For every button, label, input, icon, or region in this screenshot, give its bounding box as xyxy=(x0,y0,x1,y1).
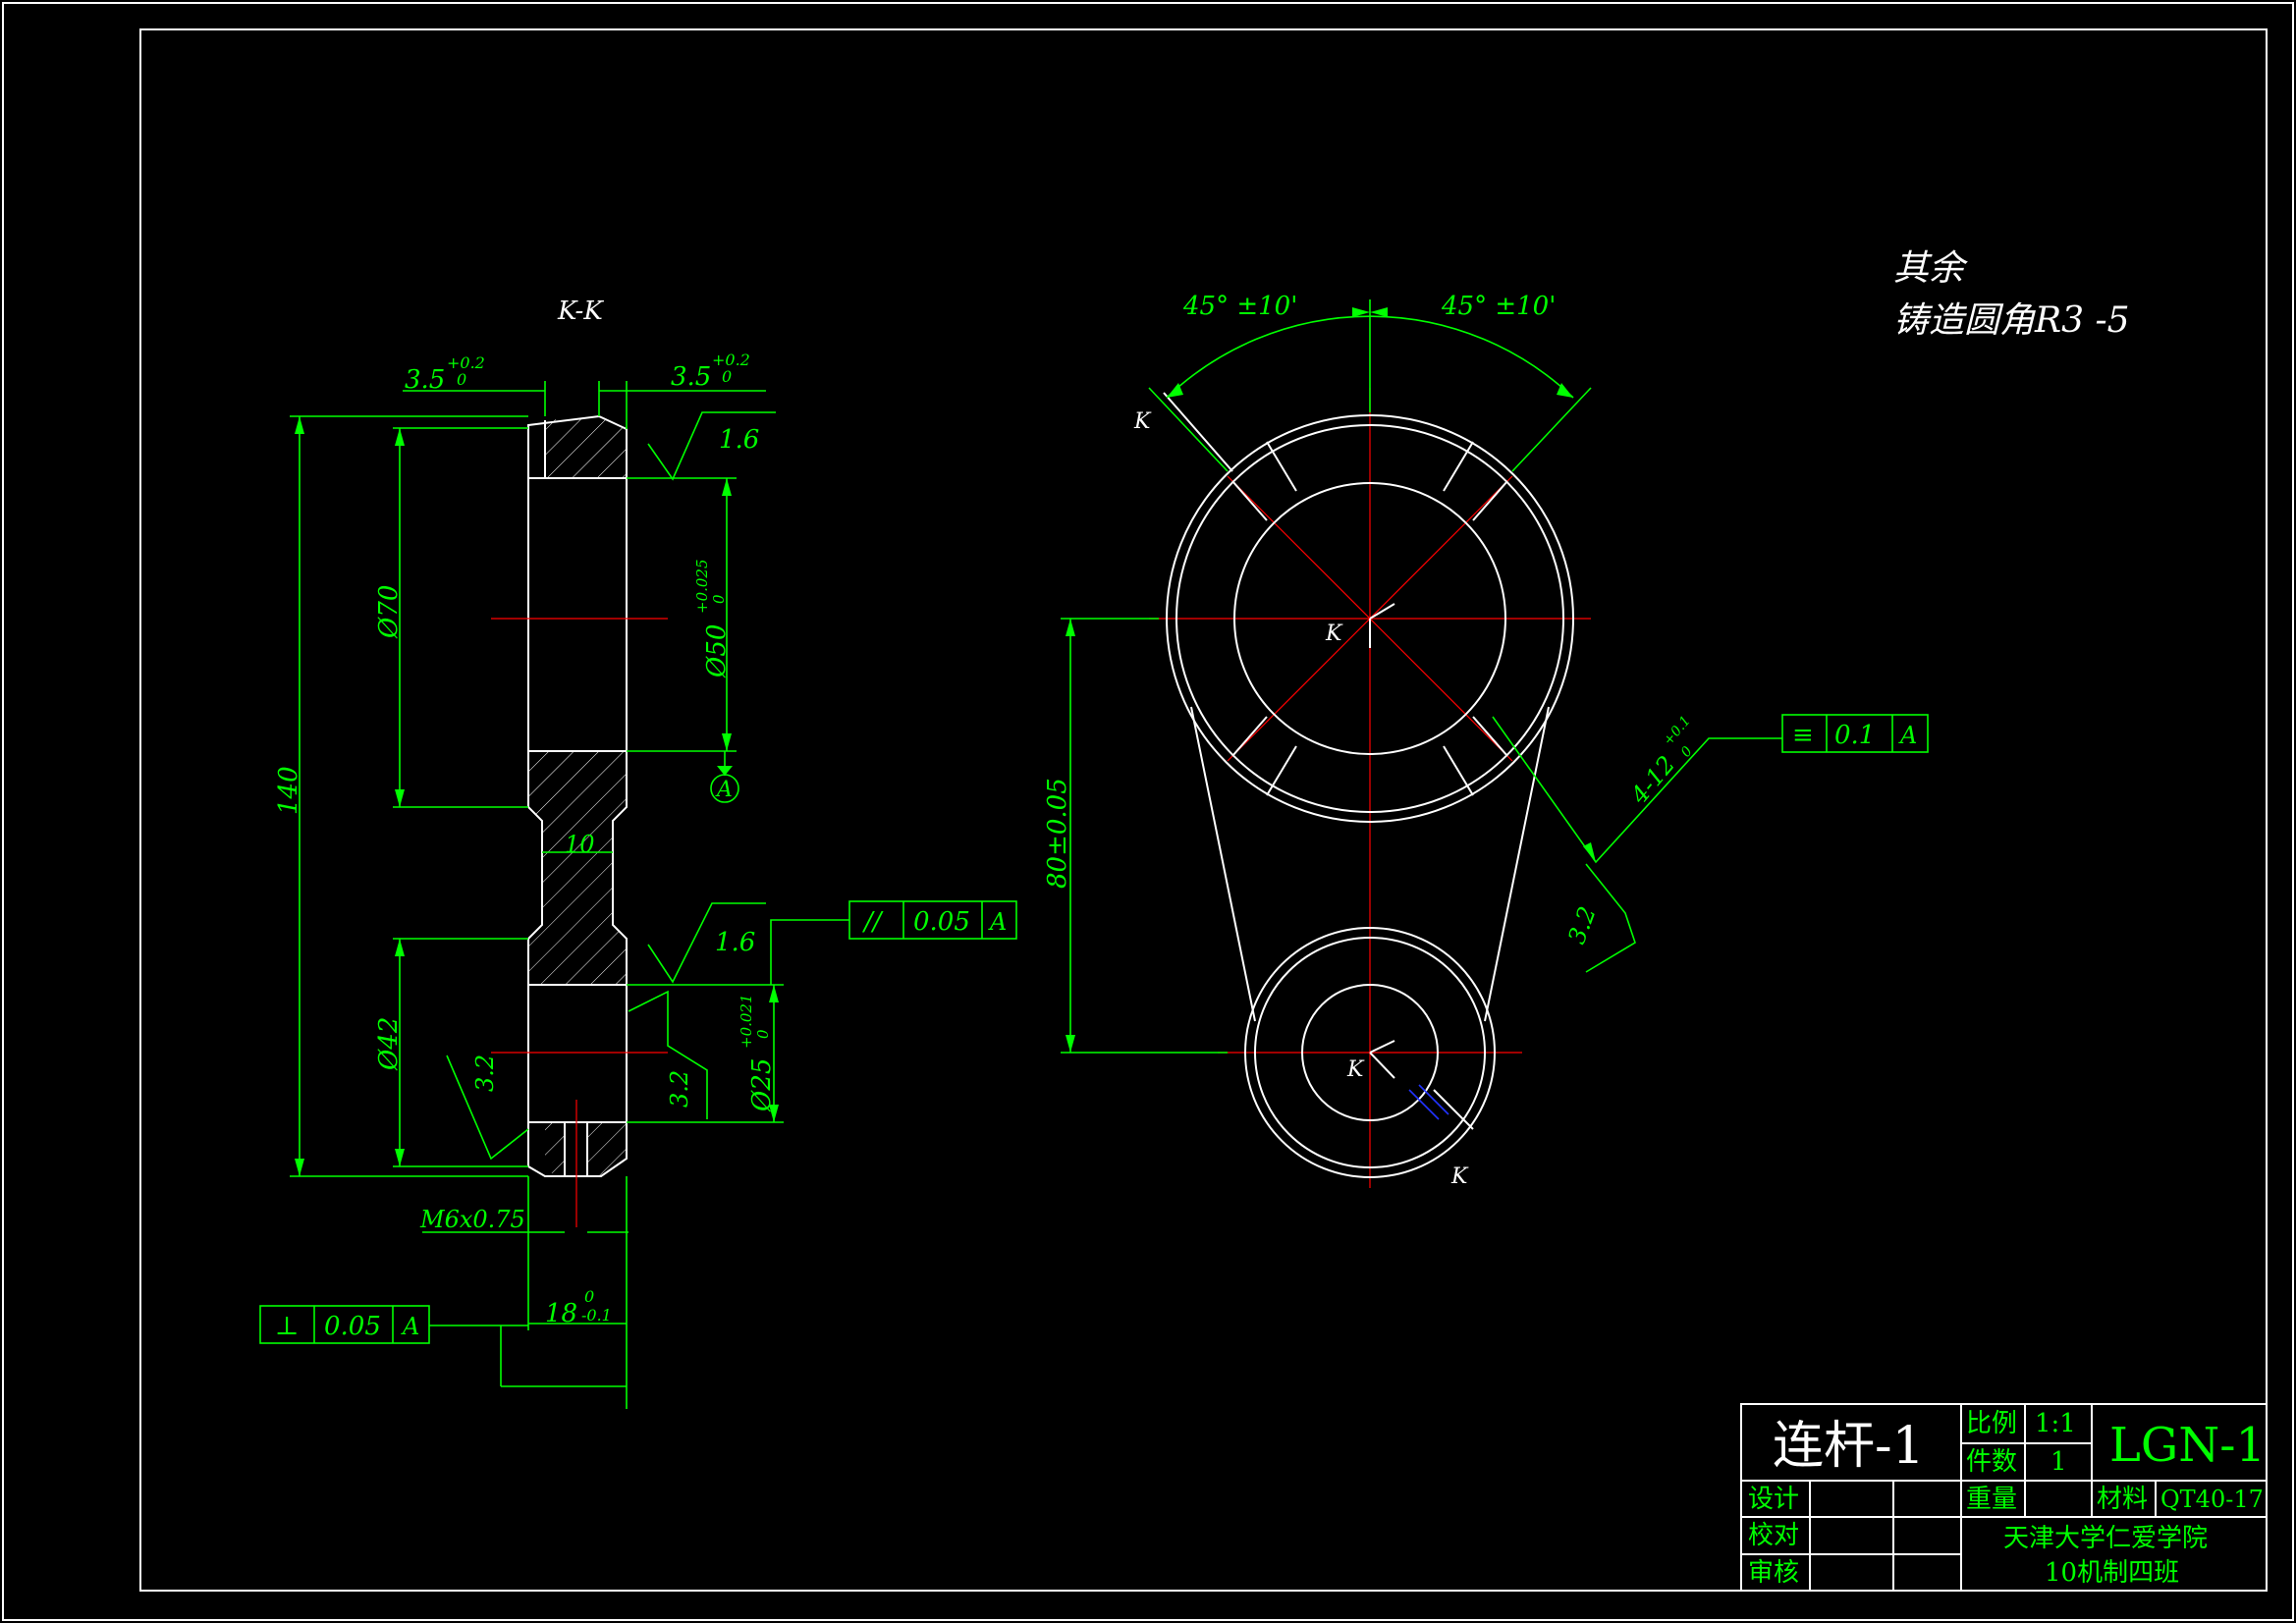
svg-text:LGN-1: LGN-1 xyxy=(2109,1418,2266,1473)
svg-text:件数: 件数 xyxy=(1966,1447,2017,1477)
svg-text:+0.1: +0.1 xyxy=(1661,713,1694,748)
right-dimensions xyxy=(1061,299,1782,1054)
title-block-texts: 连杆-1 比例 1:1 件数 1 重量 材料 QT40-17 LGN-1 设计 … xyxy=(1748,1409,2266,1588)
svg-text:140: 140 xyxy=(274,766,303,815)
svg-text:⊥: ⊥ xyxy=(275,1312,299,1341)
svg-text:Ø70: Ø70 xyxy=(374,585,404,639)
svg-text:A: A xyxy=(715,778,733,802)
svg-text:比例: 比例 xyxy=(1966,1409,2017,1438)
svg-text:QT40-17: QT40-17 xyxy=(2160,1486,2264,1513)
svg-text:0: 0 xyxy=(722,367,732,386)
svg-text:Ø25: Ø25 xyxy=(747,1058,777,1112)
svg-text:10机制四班: 10机制四班 xyxy=(2045,1558,2179,1588)
svg-text:0: 0 xyxy=(710,594,728,604)
svg-text:≡: ≡ xyxy=(1792,721,1814,750)
svg-text:-0.1: -0.1 xyxy=(581,1306,612,1325)
svg-text:45° ±10': 45° ±10' xyxy=(1182,292,1297,321)
svg-text:10: 10 xyxy=(565,831,595,858)
note-line1: 其余 xyxy=(1893,248,1968,289)
svg-text:K: K xyxy=(1450,1164,1469,1189)
svg-text:1.6: 1.6 xyxy=(719,425,759,455)
svg-text:45° ±10': 45° ±10' xyxy=(1441,292,1556,321)
svg-text:+0.025: +0.025 xyxy=(693,559,711,614)
left-dimensions xyxy=(290,381,849,1409)
fcf-perpendicular: ⊥ 0.05 A xyxy=(259,1305,430,1344)
svg-text:3.5: 3.5 xyxy=(671,362,711,392)
svg-text:0.05: 0.05 xyxy=(913,907,970,937)
title-block xyxy=(1740,1403,2268,1592)
svg-text:K: K xyxy=(1325,622,1343,646)
inner-frame xyxy=(139,28,2268,1592)
svg-text:0: 0 xyxy=(584,1287,594,1306)
svg-text:+0.2: +0.2 xyxy=(447,353,485,372)
svg-text:设计: 设计 xyxy=(1748,1485,1799,1514)
svg-text:校对: 校对 xyxy=(1748,1521,1799,1550)
svg-text:Ø42: Ø42 xyxy=(374,1017,404,1071)
svg-text:3.2: 3.2 xyxy=(1562,903,1601,947)
svg-text:1:1: 1:1 xyxy=(2035,1409,2076,1438)
fcf-parallel: // 0.05 A xyxy=(848,900,1017,940)
svg-text:1: 1 xyxy=(2050,1447,2067,1477)
svg-text:审核: 审核 xyxy=(1748,1558,1799,1588)
svg-text:0.05: 0.05 xyxy=(324,1312,381,1341)
svg-text:4-12: 4-12 xyxy=(1625,751,1681,810)
section-view xyxy=(491,414,668,1227)
svg-text:A: A xyxy=(988,908,1007,936)
svg-text:0: 0 xyxy=(754,1029,772,1039)
note-line2: 铸造圆角R3 -5 xyxy=(1893,300,2130,341)
svg-text:K: K xyxy=(1346,1057,1365,1082)
svg-text:A: A xyxy=(1898,722,1917,749)
left-dim-texts: 3.5 +0.2 0 3.5 +0.2 0 140 Ø70 Ø42 10 Ø50… xyxy=(274,351,777,1328)
svg-text:材料: 材料 xyxy=(2097,1485,2148,1514)
svg-text:+0.021: +0.021 xyxy=(738,994,755,1049)
front-view xyxy=(1149,388,1591,1188)
svg-text:0.1: 0.1 xyxy=(1834,721,1875,750)
svg-text:3.2: 3.2 xyxy=(666,1070,693,1108)
svg-text:K: K xyxy=(1133,409,1152,434)
svg-text://: // xyxy=(861,907,884,937)
svg-text:3.2: 3.2 xyxy=(471,1055,499,1092)
svg-text:0: 0 xyxy=(457,370,466,389)
svg-text:天津大学仁爱学院: 天津大学仁爱学院 xyxy=(2003,1524,2208,1553)
svg-text:18: 18 xyxy=(545,1299,577,1328)
svg-text:1.6: 1.6 xyxy=(715,928,755,957)
svg-text:重量: 重量 xyxy=(1966,1485,2017,1514)
svg-text:A: A xyxy=(401,1313,419,1340)
svg-text:连杆-1: 连杆-1 xyxy=(1773,1417,1925,1476)
svg-text:Ø50: Ø50 xyxy=(702,624,732,678)
svg-text:+0.2: +0.2 xyxy=(712,351,750,369)
section-label: K-K xyxy=(557,297,604,326)
fcf-symmetry: ≡ 0.1 A xyxy=(1781,714,1929,753)
svg-text:3.5: 3.5 xyxy=(405,365,445,395)
svg-text:80±0.05: 80±0.05 xyxy=(1043,778,1072,889)
svg-text:0: 0 xyxy=(1678,743,1696,760)
svg-text:M6x0.75: M6x0.75 xyxy=(419,1206,525,1233)
